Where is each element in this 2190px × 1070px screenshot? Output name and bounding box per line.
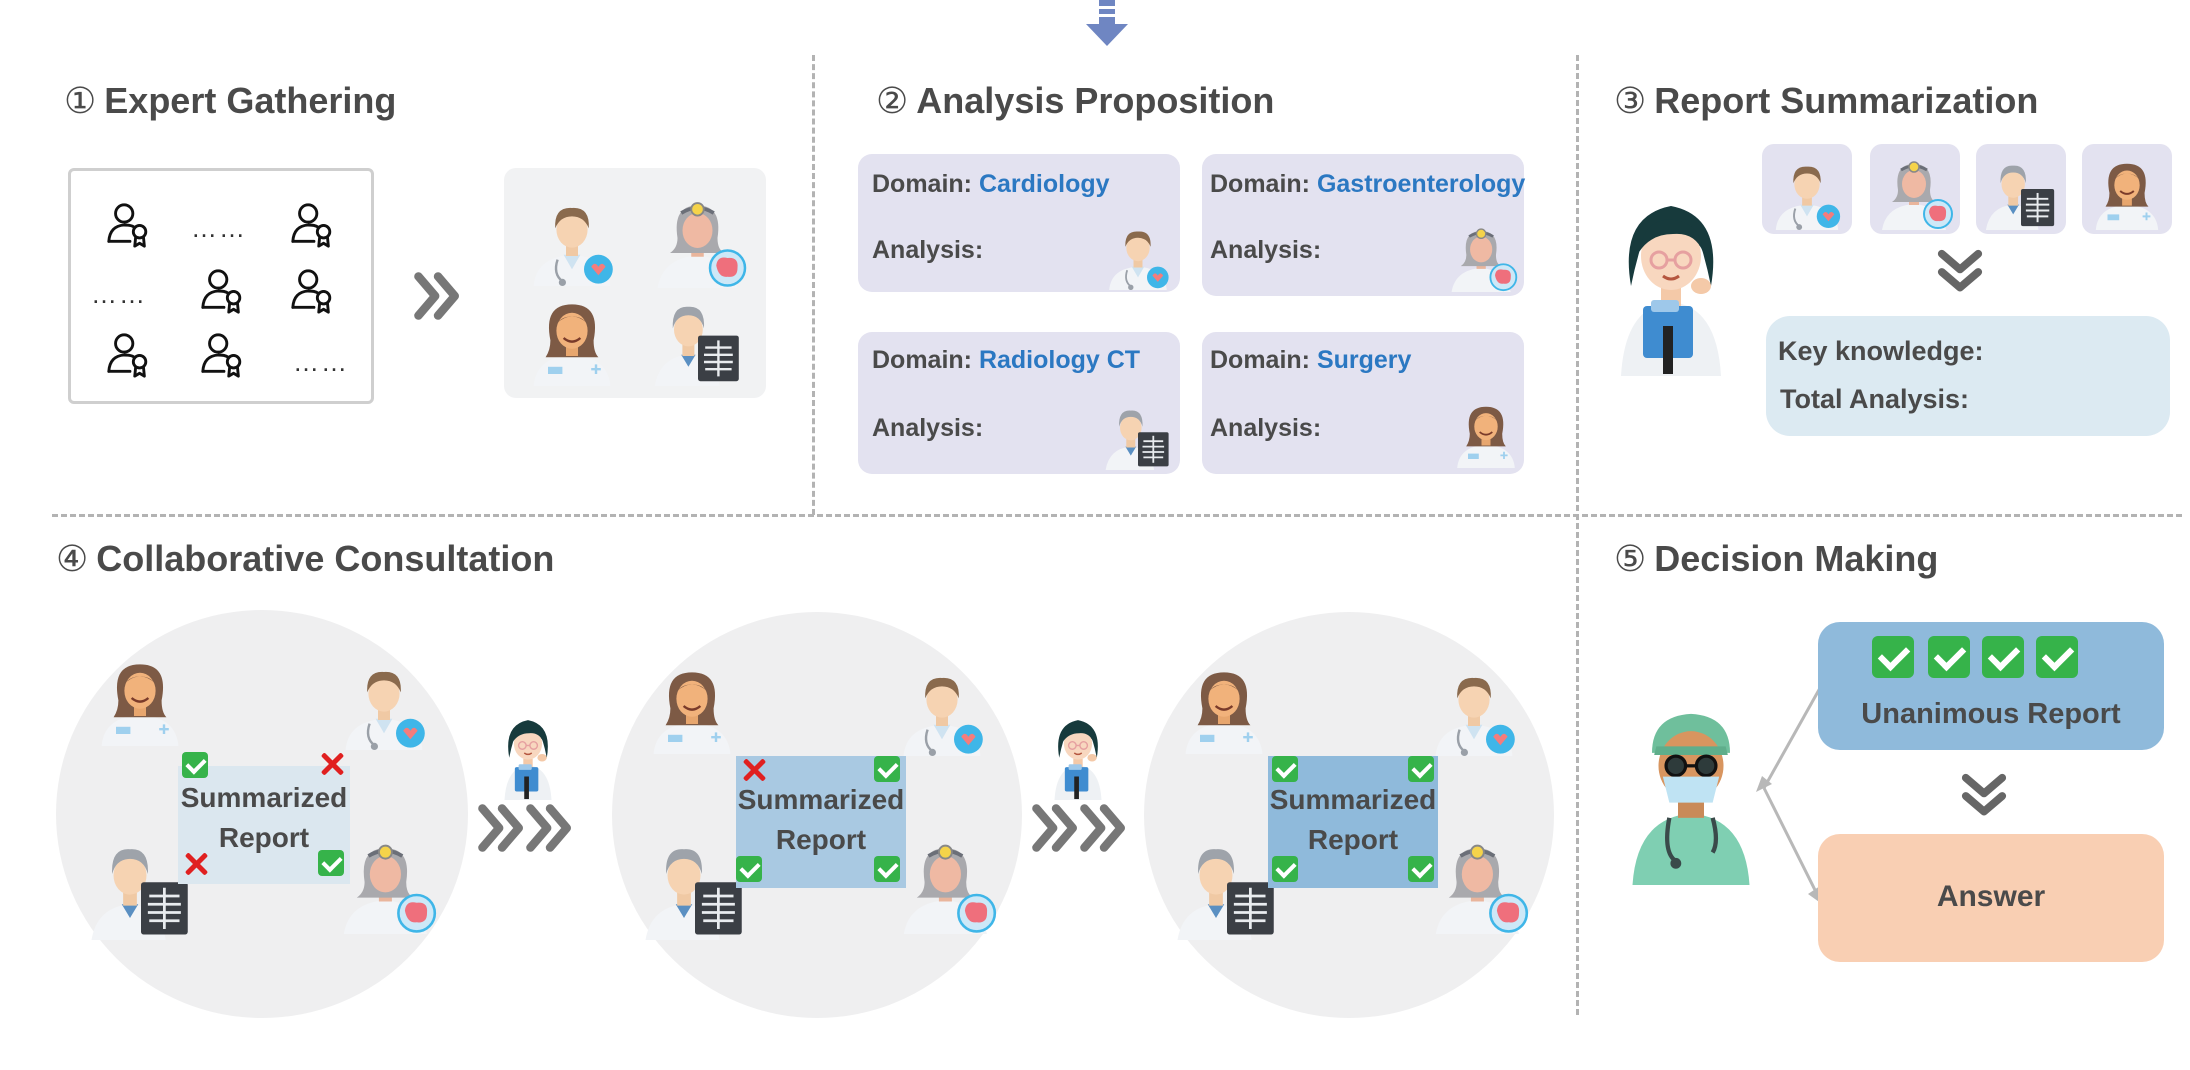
check-icon [736, 856, 762, 882]
report-label-line2: Report [218, 822, 310, 853]
doctor-gastro-icon [1446, 218, 1520, 292]
cross-icon [318, 750, 346, 778]
doctor-cardiology-icon [1102, 218, 1174, 290]
summarizer-doctor-icon [1048, 706, 1108, 800]
summarizer-doctor-icon [498, 706, 558, 800]
key-knowledge-label: Key knowledge: [1778, 336, 1984, 366]
analysis-label: Analysis: [872, 236, 984, 264]
report-label-line1: Summarized [1269, 784, 1437, 815]
report-label-line2: Report [775, 824, 867, 855]
chevron-down-icon [1958, 770, 2010, 822]
check-icon [1982, 636, 2024, 678]
check-icon [182, 752, 208, 778]
check-icon [1928, 636, 1970, 678]
doctor-radiology-icon [650, 290, 746, 386]
doctor-cardiology-icon [1768, 152, 1846, 230]
summary-report-box: Key knowledge: Total Analysis: [1766, 316, 2170, 436]
check-icon [1872, 636, 1914, 678]
doctor-cardiology-icon [894, 660, 990, 756]
doctor-surgery-icon [1176, 658, 1272, 754]
domain-card-gastroenterology: Domain: Gastroenterology Analysis: [1202, 154, 1526, 296]
expert-tile-radiology [1976, 144, 2066, 234]
doctor-surgery-icon [1450, 396, 1522, 468]
check-icon [2036, 636, 2078, 678]
expert-tile-gastro [1870, 144, 1960, 234]
expert-tile-surgery [2082, 144, 2172, 234]
doctor-gastro-icon [336, 830, 440, 934]
unanimous-report-label: Unanimous Report [1861, 698, 2121, 730]
doctor-cardiology-icon [336, 654, 432, 750]
expert-outline-icon [289, 201, 337, 249]
analysis-label: Analysis: [872, 414, 984, 442]
analysis-label: Analysis: [1210, 236, 1322, 264]
ellipsis: …… [91, 279, 147, 309]
doctor-surgery-icon [644, 658, 740, 754]
chevron-down-icon [1934, 246, 1986, 298]
doctor-cardiology-icon [1426, 660, 1522, 756]
check-icon [874, 856, 900, 882]
domain-name: Gastroenterology [1316, 170, 1526, 198]
chevron-right-icon [1076, 800, 1132, 856]
check-icon [1272, 756, 1298, 782]
selected-experts-box [504, 168, 766, 398]
check-icon [1408, 856, 1434, 882]
doctor-gastro-icon [896, 830, 1000, 934]
decision-maker-doctor-icon [1626, 690, 1756, 885]
expert-pool-box: …… …… …… [68, 168, 374, 404]
domain-card-surgery: Domain: Surgery Analysis: [1202, 332, 1524, 474]
cross-icon [740, 756, 768, 784]
check-icon [874, 756, 900, 782]
doctor-gastro-icon [1876, 150, 1956, 230]
domain-card-cardiology: Domain: Cardiology Analysis: [858, 154, 1180, 292]
domain-name: Surgery [1316, 346, 1412, 374]
expert-outline-icon [199, 267, 247, 315]
expert-outline-icon [105, 331, 153, 379]
doctor-radiology-icon [1172, 830, 1282, 940]
answer-box: Answer [1818, 834, 2164, 962]
report-label-line2: Report [1307, 824, 1399, 855]
divider-horizontal [52, 514, 2182, 517]
domain-name: Cardiology [978, 170, 1110, 198]
down-arrow-icon [1086, 0, 1128, 46]
answer-label: Answer [1936, 880, 2046, 913]
ellipsis: …… [191, 213, 247, 243]
ellipsis: …… [293, 347, 349, 377]
analysis-label: Analysis: [1210, 414, 1322, 442]
expert-outline-icon [289, 267, 337, 315]
report-label-line1: Summarized [180, 782, 348, 813]
doctor-cardiology-icon [524, 190, 620, 286]
doctor-surgery-icon [2088, 152, 2166, 230]
check-icon [1408, 756, 1434, 782]
check-icon [1272, 856, 1298, 882]
report-label-line1: Summarized [737, 784, 905, 815]
summarizer-doctor-icon [1606, 176, 1736, 376]
doctor-radiology-icon [640, 830, 750, 940]
divider-vertical-1 [812, 55, 815, 515]
chevron-right-icon [410, 268, 466, 324]
total-analysis-label: Total Analysis: [1780, 384, 1970, 414]
doctor-gastro-icon [650, 188, 750, 288]
chevron-right-icon [522, 800, 578, 856]
doctor-surgery-icon [92, 650, 188, 746]
expert-tile-cardiology [1762, 144, 1852, 234]
doctor-surgery-icon [524, 290, 620, 386]
expert-outline-icon [199, 331, 247, 379]
doctor-radiology-icon [1982, 152, 2060, 230]
unanimous-report-box: Unanimous Report [1818, 622, 2164, 750]
doctor-radiology-icon [1102, 398, 1174, 470]
domain-card-radiology-ct: Domain: Radiology CT Analysis: [858, 332, 1180, 474]
check-icon [318, 850, 344, 876]
divider-vertical-2 [1576, 55, 1579, 1015]
doctor-gastro-icon [1428, 830, 1532, 934]
expert-outline-icon [105, 201, 153, 249]
domain-name: Radiology CT [978, 346, 1141, 374]
cross-icon [182, 850, 210, 878]
